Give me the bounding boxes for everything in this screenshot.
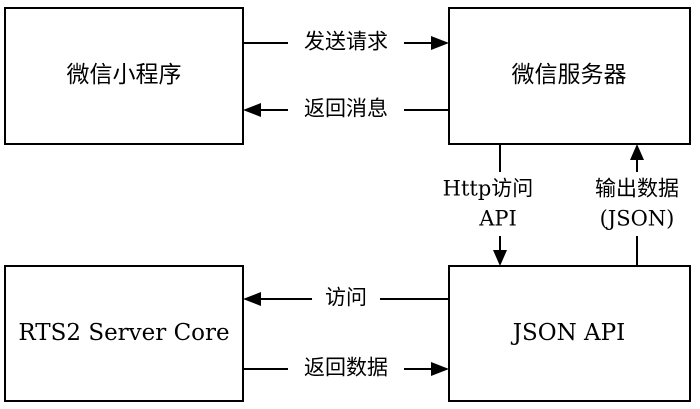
return-data-arrow [243,362,449,376]
mini-program-label: 微信小程序 [67,62,182,88]
return-data-label: 返回数据 [304,356,388,380]
http-access-label-line1: Http访问 [443,177,534,201]
access-arrow [243,292,449,306]
json-api-box [448,265,691,402]
wechat-server-label: 微信服务器 [512,62,627,88]
access-label: 访问 [325,286,367,310]
rts2-core-box [4,265,244,402]
http-access-arrow [493,144,507,266]
send-request-arrow [243,36,449,50]
wechat-server-box [448,7,691,145]
output-data-label-line2: (JSON) [600,207,675,231]
output-data-label-line1: 输出数据 [595,177,679,201]
rts2-core-label: RTS2 Server Core [18,320,229,346]
return-message-label: 返回消息 [304,97,388,121]
return-message-arrow [243,103,449,117]
json-api-label: JSON API [511,320,625,346]
mini-program-box [4,7,244,145]
http-access-label-line2: API [478,207,517,231]
output-data-arrow [630,144,644,266]
send-request-label: 发送请求 [304,30,388,54]
